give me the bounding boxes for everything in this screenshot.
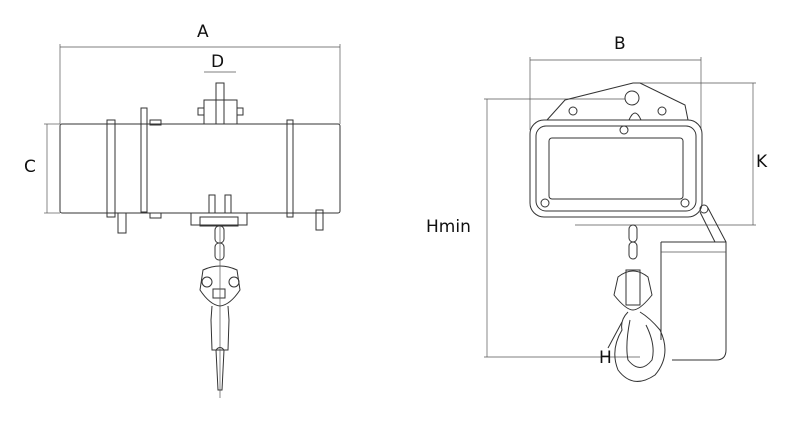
dimension-label-a: A xyxy=(197,22,209,42)
dimension-c: C xyxy=(24,123,60,214)
crane-scale-front-view: B K Hmin xyxy=(426,34,768,382)
dimension-hmin: Hmin xyxy=(426,98,640,358)
dimension-d: D xyxy=(204,52,236,73)
dimension-label-hmin: Hmin xyxy=(426,217,471,237)
dimension-a: A xyxy=(59,22,341,124)
dimension-label-k: K xyxy=(756,152,768,172)
dimension-label-h: H xyxy=(599,348,612,368)
battery-box xyxy=(660,204,727,361)
dimension-b: B xyxy=(529,34,702,130)
hoist-body xyxy=(59,107,341,234)
trolley-mount xyxy=(197,82,244,125)
dimension-k: K xyxy=(575,82,768,226)
chain-and-hook-block xyxy=(199,225,241,398)
dimension-label-d: D xyxy=(211,52,224,72)
hoist-side-view: A D C xyxy=(24,22,341,398)
scale-housing xyxy=(529,82,703,218)
dimension-label-b: B xyxy=(614,34,626,54)
dimension-label-c: C xyxy=(24,157,36,177)
hook-assembly: H xyxy=(599,224,666,382)
